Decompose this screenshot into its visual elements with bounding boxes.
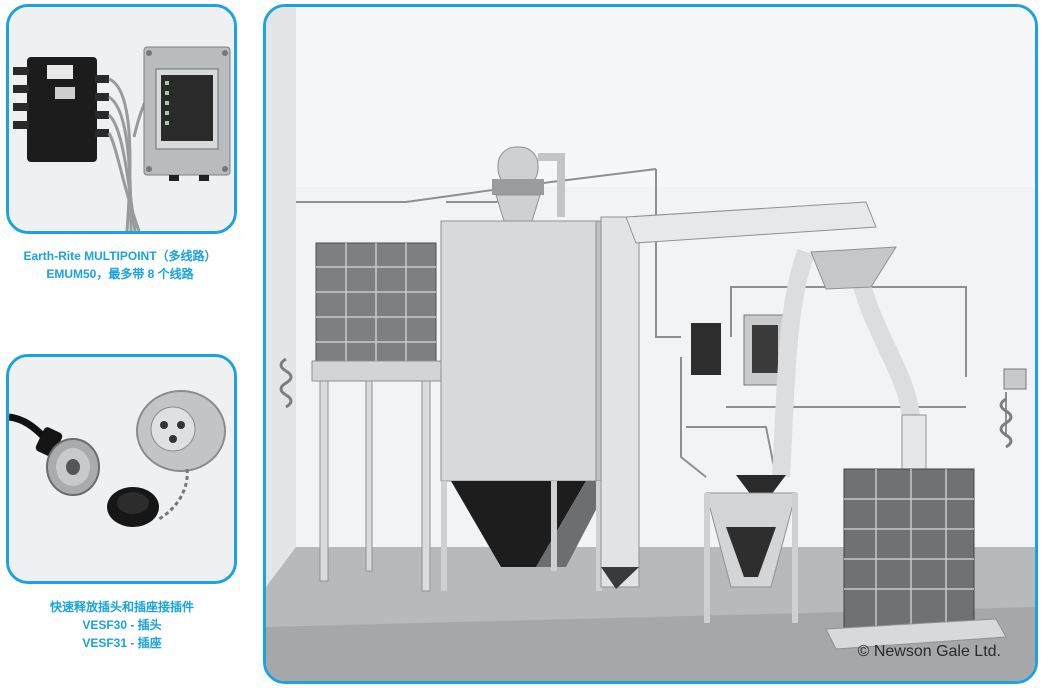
multipoint-photo-panel	[6, 4, 237, 234]
multipoint-unit-illustration	[9, 7, 234, 231]
multipoint-caption-line2: EMUM50，最多带 8 个线路	[46, 267, 194, 281]
plug-socket-photo-panel	[6, 354, 237, 584]
plug-socket-illustration	[9, 357, 234, 581]
plant-installation-illustration	[266, 7, 1035, 681]
plug-caption-line2: VESF30 - 插头	[82, 618, 162, 632]
plug-socket-caption: 快速释放插头和插座接插件 VESF30 - 插头 VESF31 - 插座	[0, 598, 244, 652]
multipoint-caption: Earth-Rite MULTIPOINT（多线路） EMUM50，最多带 8 …	[0, 247, 270, 283]
multipoint-caption-line1: Earth-Rite MULTIPOINT（多线路）	[23, 249, 217, 263]
installation-illustration-panel: © Newson Gale Ltd.	[263, 4, 1038, 684]
plug-caption-line3: VESF31 - 插座	[82, 636, 162, 650]
plug-caption-line1: 快速释放插头和插座接插件	[49, 600, 194, 614]
copyright-notice: © Newson Gale Ltd.	[857, 643, 1001, 660]
